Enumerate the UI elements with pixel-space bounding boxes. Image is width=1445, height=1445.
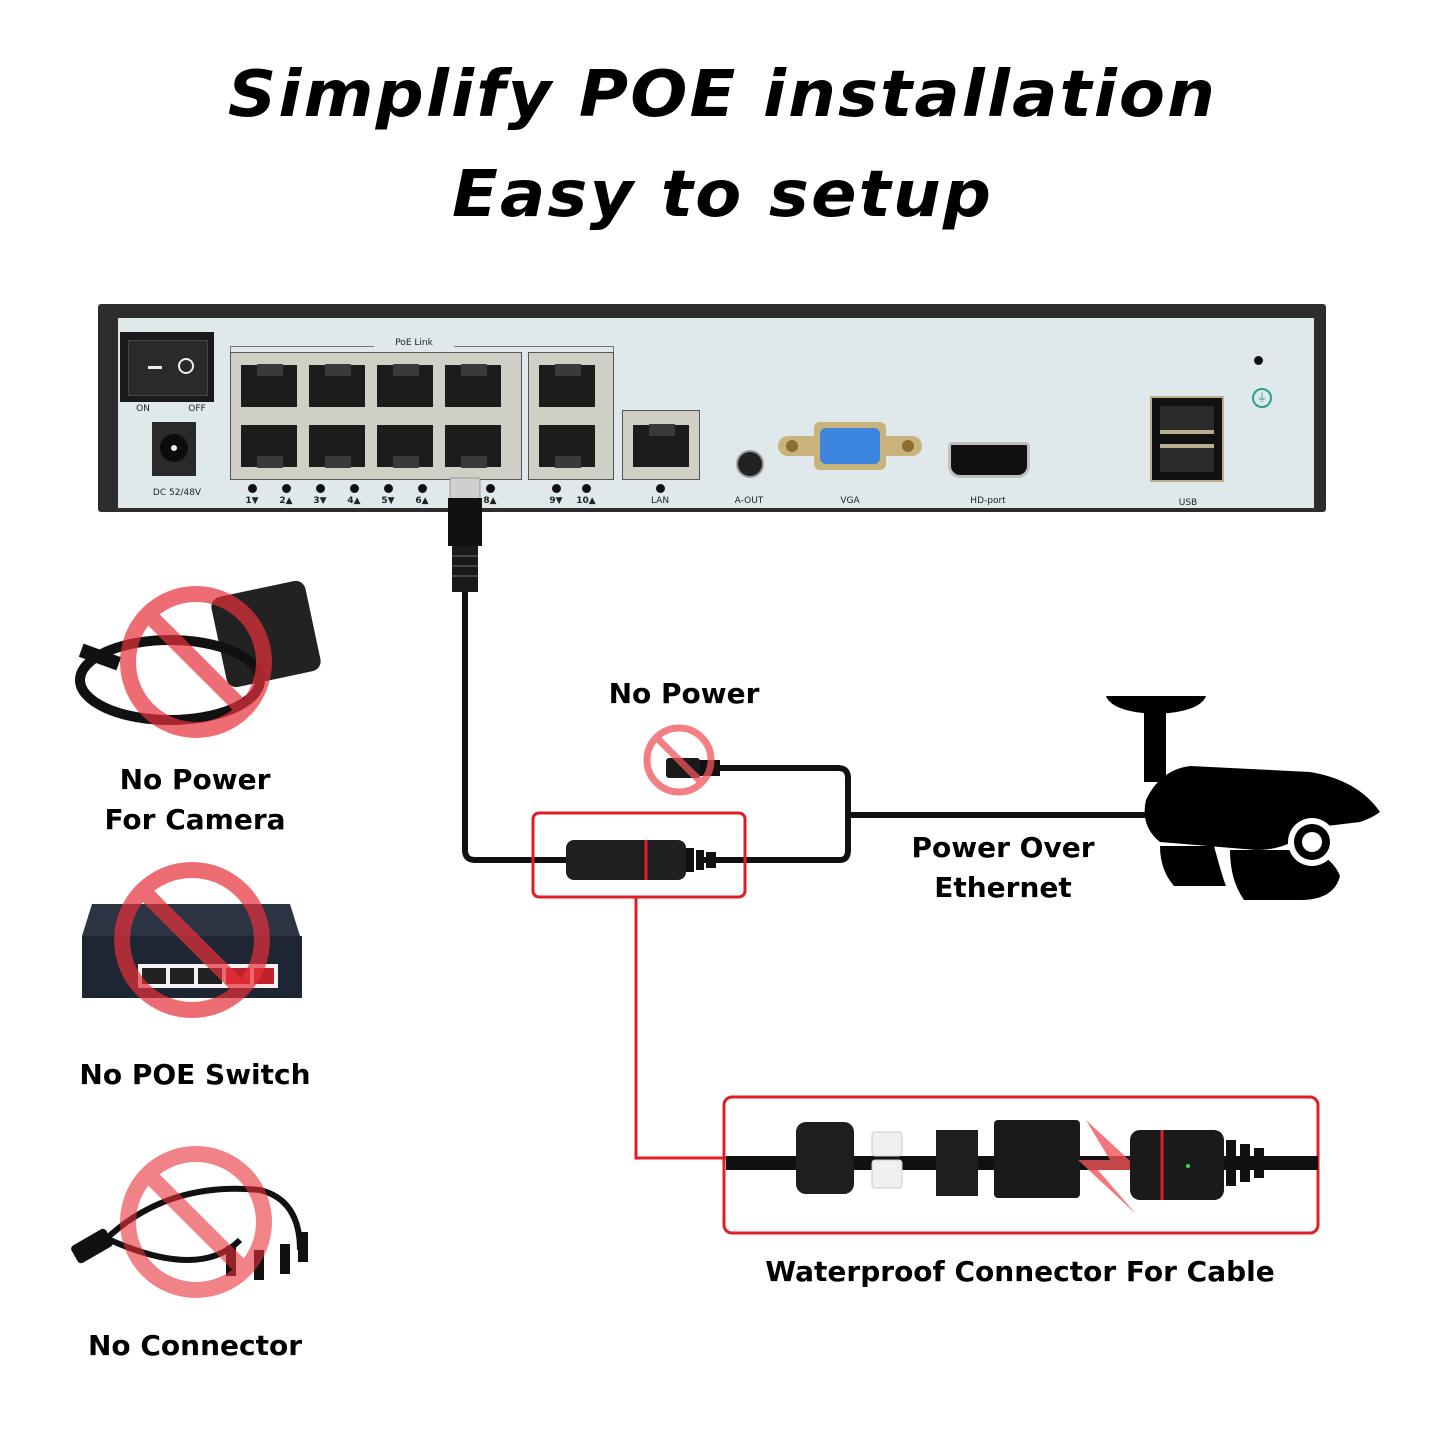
port-label: 8▲	[483, 496, 497, 506]
rj45-port	[630, 422, 692, 470]
rj45-port	[442, 422, 504, 470]
vga-port	[778, 422, 922, 470]
rj45-port	[238, 362, 300, 410]
rj45-port	[374, 362, 436, 410]
nvr-rear-panel: ON OFF DC 52/48V PoE Link LAN A-OUT	[118, 318, 1314, 508]
poe-splitter-connector-icon	[566, 840, 716, 880]
label-line: Power Over	[911, 831, 1095, 864]
port-led	[552, 484, 561, 493]
port-led	[248, 484, 257, 493]
rj45-port	[238, 422, 300, 470]
audio-out-jack	[736, 450, 764, 478]
hdmi-port	[948, 442, 1030, 478]
prohibited-icon-connector	[120, 1146, 272, 1298]
splitter-highlight-box	[531, 811, 747, 899]
rj45-port	[374, 422, 436, 470]
poe-link-label: PoE Link	[374, 338, 454, 348]
poe-label: Power Over Ethernet	[880, 828, 1126, 908]
port-label: 10▲	[576, 496, 596, 506]
ethernet-cable	[462, 592, 570, 863]
no-power-label: No Power	[608, 677, 760, 710]
usb-label: USB	[1178, 498, 1198, 508]
security-camera-icon	[1106, 696, 1380, 900]
port-led	[384, 484, 393, 493]
rj45-port	[536, 362, 598, 410]
prohibited-icon-switch	[114, 862, 270, 1018]
rj45-port	[306, 362, 368, 410]
aout-label: A-OUT	[734, 496, 764, 506]
port-label: 5▼	[381, 496, 395, 506]
port-led	[350, 484, 359, 493]
rj45-port	[306, 422, 368, 470]
port-label: 2▲	[279, 496, 293, 506]
label-line: No Power	[119, 763, 271, 796]
power-switch	[120, 332, 214, 402]
port-led	[316, 484, 325, 493]
hd-port-label: HD-port	[970, 496, 1006, 506]
highlight-link-line	[634, 897, 726, 1160]
nvr-device: ON OFF DC 52/48V PoE Link LAN A-OUT	[98, 304, 1326, 512]
dc-power-label: DC 52/48V	[152, 488, 202, 498]
switch-off-label: OFF	[188, 404, 206, 414]
port-label: 6▲	[415, 496, 429, 506]
title-line-2: Easy to setup	[451, 158, 994, 232]
port-label: 9▼	[549, 496, 563, 506]
label-line: Ethernet	[934, 871, 1072, 904]
title-line-1: Simplify POE installation	[227, 58, 1218, 132]
ethernet-plug-icon	[448, 477, 482, 592]
port-label: 1▼	[245, 496, 259, 506]
switch-on-label: ON	[136, 404, 150, 414]
no-poe-switch-label: No POE Switch	[79, 1058, 311, 1091]
splitter-cable-icon	[71, 1185, 308, 1280]
indicator-hole	[1254, 356, 1263, 365]
port-label: 4▲	[347, 496, 361, 506]
port-label: 3▼	[313, 496, 327, 506]
prohibited-icon-adapter	[120, 586, 272, 738]
dc-power-jack	[152, 422, 196, 476]
waterproof-connector-icon	[726, 1120, 1318, 1214]
rj45-port	[536, 422, 598, 470]
lan-led	[656, 484, 665, 493]
ground-icon: ⏚	[1252, 388, 1272, 408]
port-led	[486, 484, 495, 493]
port-led	[418, 484, 427, 493]
port-led	[282, 484, 291, 493]
no-connector-label: No Connector	[87, 1329, 303, 1362]
usb-ports	[1150, 396, 1224, 482]
label-line: For Camera	[104, 803, 286, 836]
no-power-for-camera-label: No Power For Camera	[60, 760, 330, 840]
vga-label: VGA	[840, 496, 860, 506]
waterproof-connector-label: Waterproof Connector For Cable	[765, 1255, 1275, 1288]
prohibited-icon-no-power	[643, 724, 715, 796]
port-led	[582, 484, 591, 493]
lan-label: LAN	[650, 496, 670, 506]
rj45-port	[442, 362, 504, 410]
